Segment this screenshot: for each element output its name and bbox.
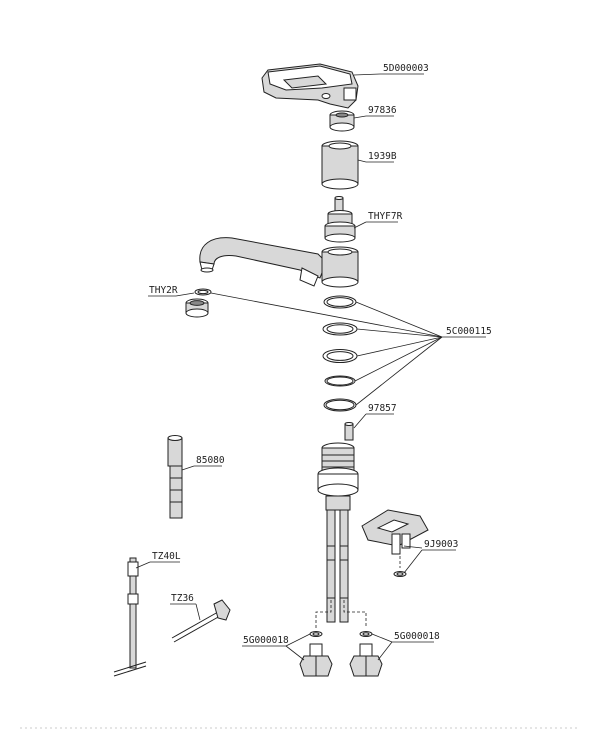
spout-body <box>199 237 359 288</box>
label-cover: 1939B <box>368 151 397 162</box>
bracket-part <box>361 509 429 577</box>
cap-part <box>329 110 355 132</box>
label-cap: 97836 <box>368 105 397 116</box>
label-pin: 97857 <box>368 403 397 414</box>
threaded-base <box>317 442 359 511</box>
label-tool-tz36: TZ36 <box>171 593 194 604</box>
label-aerator: THY2R <box>149 285 178 296</box>
label-cartridge: THYF7R <box>368 211 403 222</box>
pin-part <box>344 422 354 441</box>
label-bracket: 9J9003 <box>424 539 458 550</box>
hose-nut-right <box>349 631 383 677</box>
cartridge-part <box>324 196 356 243</box>
tool-tz40l <box>113 557 147 677</box>
label-hose-right: 5G000018 <box>394 631 440 642</box>
cover-part <box>321 140 359 190</box>
label-orings: 5C000115 <box>446 326 492 337</box>
spanner-part <box>167 435 183 519</box>
hose-nut-left <box>299 631 333 677</box>
label-spanner: 85080 <box>196 455 225 466</box>
label-hose-left: 5G000018 <box>243 635 289 646</box>
o-ring-leaders <box>210 292 443 406</box>
aerator-part <box>185 288 212 318</box>
supply-hoses <box>326 509 349 623</box>
handle-lever <box>261 63 359 109</box>
label-handle: 5D000003 <box>383 63 429 74</box>
label-tool-tz40: TZ40L <box>152 551 181 562</box>
tool-tz36 <box>171 599 231 643</box>
o-rings <box>322 295 358 412</box>
